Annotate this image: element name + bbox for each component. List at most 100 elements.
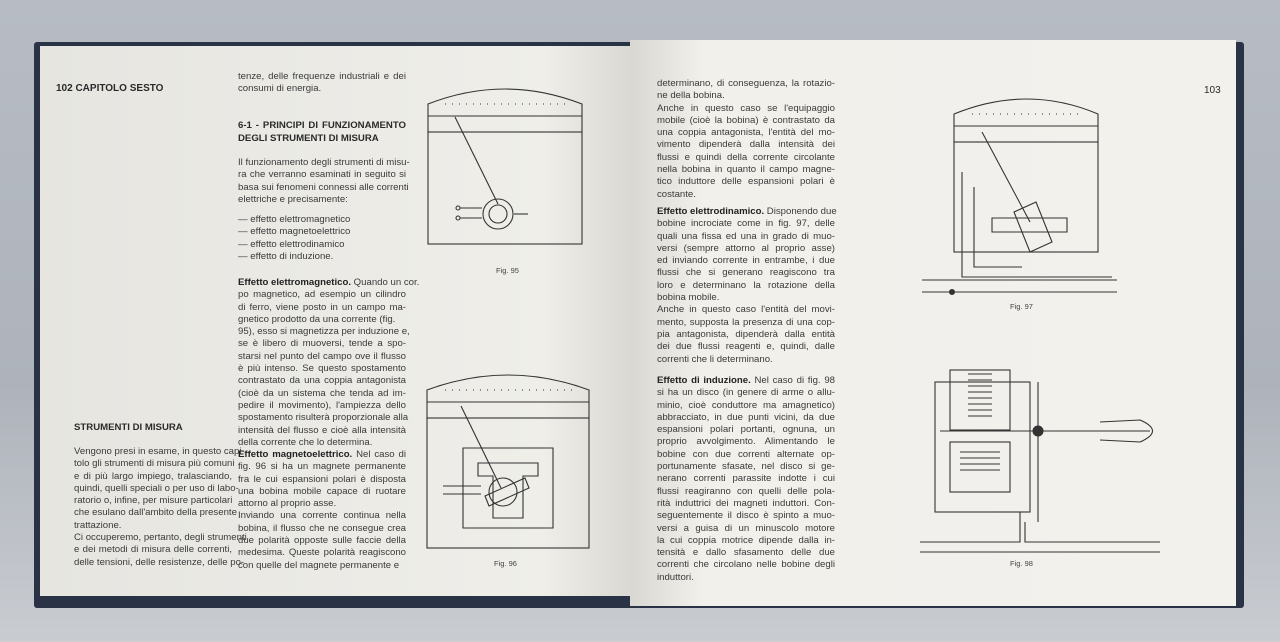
text-line: seguentemente il disco è spinto a muo-: [657, 510, 835, 522]
text-line: (cioè da un sistema che tenda ad im-: [238, 388, 406, 400]
fig-95-caption: Fig. 95: [496, 266, 519, 275]
line-text: due polarità opposte sulle faccie della: [238, 535, 406, 547]
text-line: attorno al proprio asse.: [238, 498, 406, 510]
text-line: con quelle del magnete permanente e: [238, 560, 406, 572]
text-line: Vengono presi in esame, in questo capi-: [74, 446, 245, 458]
right-page: [630, 40, 1236, 606]
text-line: Effetto elettromagnetico. Quando un cor.: [238, 277, 419, 289]
text-line: delle tensioni, delle resistenze, delle …: [74, 557, 244, 569]
text-line: tensità e dallo sfasamento delle due: [657, 547, 835, 559]
line-text: ne della bobina.: [657, 90, 725, 102]
line-text: abbracciato, in due punti vicini, da due: [657, 411, 835, 423]
line-text: Inviando una corrente continua nella: [238, 510, 406, 522]
line-text: bobina mobile.: [657, 292, 720, 304]
line-text: tensità e dallo sfasamento delle due: [657, 547, 835, 559]
line-text: che esulano dall'ambito della presente: [74, 507, 237, 519]
text-line: flussi reagiranno con quelli delle pola-: [657, 486, 835, 498]
line-text: se è libero di muoversi, tende a spo-: [238, 338, 406, 350]
line-text: spostamento risulterà proporzionale alla: [238, 412, 409, 424]
text-line: — effetto elettromagnetico: [238, 214, 406, 226]
text-line: che esulano dall'ambito della presente: [74, 507, 237, 519]
text-line: po magnetico, ad esempio un cilindro: [238, 289, 406, 301]
line-text: proprio avvolgimento. Alimentando le: [657, 436, 835, 448]
principles-paragraph: Il funzionamento degli strumenti di misu…: [238, 157, 410, 206]
text-line: rità induttrici dei magneti induttori. C…: [657, 498, 835, 510]
fig-97-caption: Fig. 97: [1010, 302, 1033, 311]
text-line: della corrente che lo determina.: [238, 437, 406, 449]
text-line: costante.: [657, 189, 835, 201]
line-text: nerano correnti parassite indotte i cui: [657, 473, 835, 485]
text-line: elettriche e precisamente:: [238, 194, 406, 206]
line-text: flussi reagiranno con quelli delle pola-: [657, 485, 835, 497]
text-line: la cui coppia motrice dipende dalla in-: [657, 535, 835, 547]
text-line: e dei metodi di misura delle correnti,: [74, 544, 232, 556]
line-text: minio, cioè conduttore ma amagnetico): [657, 399, 835, 411]
page-number: 103: [1204, 85, 1221, 96]
text-line: Effetto elettrodinamico. Disponendo due: [657, 206, 837, 218]
text-line: — effetto magnetoelettrico: [238, 226, 406, 238]
text-line: Inviando una corrente continua nella: [238, 510, 406, 522]
line-text: attorno al proprio asse.: [238, 498, 337, 510]
line-text: con quelle del magnete permanente e: [238, 559, 400, 571]
text-line: Effetto di induzione. Nel caso di fig. 9…: [657, 375, 835, 387]
text-line: pia antagonista, dipenderà dalla entità: [657, 329, 835, 341]
text-line: si ha un disco (in genere di arme o allu…: [657, 387, 835, 399]
line-text: contrastato da una coppia antagonista: [238, 375, 406, 387]
text-line: ratorio o, infine, per misure particolar…: [74, 495, 232, 507]
text-line: consumi di energia.: [238, 83, 406, 95]
line-text: loro e determinano la rotazione della: [657, 279, 835, 291]
line-text: 6-1 - PRINCIPI DI FUNZIONAMENTO: [238, 120, 406, 131]
text-line: ne della bobina.: [657, 90, 835, 102]
text-line: versi (sempre attorno al proprio asse): [657, 243, 835, 255]
line-text: seguentemente il disco è spinto a muo-: [657, 510, 835, 522]
line-text: versi (sempre attorno al proprio asse): [657, 242, 835, 254]
intro-paragraph: Vengono presi in esame, in questo capi-t…: [74, 446, 247, 569]
line-text: vimento dipenderà dalla intensità dei: [657, 139, 835, 151]
text-line: basa sui fenomeni connessi alle correnti: [238, 182, 409, 194]
line-text: starsi nel punto del campo ove il flusso: [238, 350, 406, 362]
line-text: trattazione.: [74, 519, 122, 531]
figure-96-meter: [426, 374, 590, 549]
paragraph-title: Effetto di induzione.: [657, 375, 751, 386]
line-text: fig. 96 si ha un magnete permanente: [238, 461, 406, 473]
line-text: correnti che li determinano.: [657, 353, 773, 365]
line-text: tico induttore delle espansioni polari è: [657, 176, 835, 188]
induzione-paragraph: Effetto di induzione. Nel caso di fig. 9…: [657, 375, 835, 584]
fig-98-caption: Fig. 98: [1010, 559, 1033, 568]
text-line: proprio avvolgimento. Alimentando le: [657, 436, 835, 448]
text-line: vimento dipenderà dalla intensità dei: [657, 139, 835, 151]
left-page: [40, 46, 632, 596]
text-line: versi a guisa di un minuscolo motore: [657, 523, 835, 535]
line-text: medesima. Queste polarità reagiscono: [238, 547, 406, 559]
line-text: mobile (cioè la bobina) è contrastato da: [657, 114, 835, 126]
line-text: ed inviando corrente in entrambe, i due: [657, 255, 835, 267]
text-line: bobina mobile.: [657, 292, 835, 304]
line-text: pia antagonista, dipenderà dalla entità: [657, 328, 835, 340]
line-text: costante.: [657, 188, 696, 200]
text-line: abbracciato, in due punti vicini, da due: [657, 412, 835, 424]
text-line: pedire il movimento), l'ampiezza dello: [238, 400, 406, 412]
line-text: espansioni polari portanti, ognuna, un: [657, 424, 835, 436]
text-line: gnetico prodotto da una corrente (fig.: [238, 314, 406, 326]
text-line: bobine incrociate come in fig. 97, delle: [657, 218, 835, 230]
line-text: Quando un cor.: [351, 277, 420, 288]
text-line: tolo gli strumenti di misura più comuni: [74, 458, 235, 470]
text-line: dei due flussi reagenti e, quindi, dalle: [657, 341, 835, 353]
text-line: di ferro, viene posto in un campo ma-: [238, 302, 406, 314]
line-text: ra che verranno esaminati in seguito si: [238, 169, 406, 181]
continued-paragraph-right: determinano, di conseguenza, la rotazio-…: [657, 78, 835, 201]
text-line: Anche in questo caso l'entità del movi-: [657, 304, 835, 316]
figure-98-induction-meter: [920, 369, 1160, 553]
line-text: intensità del flusso e cioè alla intensi…: [238, 424, 406, 436]
text-line: Ci occuperemo, pertanto, degli strumenti: [74, 532, 247, 544]
page-header: 102 CAPITOLO SESTO: [56, 83, 164, 94]
elettromagnetico-paragraph: Effetto elettromagnetico. Quando un cor.…: [238, 277, 419, 449]
line-text: una bobina mobile capace di ruotare: [238, 485, 406, 497]
line-text: — effetto elettromagnetico: [238, 214, 351, 225]
line-text: gnetico prodotto da una corrente (fig.: [238, 313, 396, 325]
line-text: bobine incrociate come in fig. 97, delle: [657, 218, 835, 230]
continued-paragraph: tenze, delle frequenze industriali e dei…: [238, 71, 406, 96]
text-line: — effetto di induzione.: [238, 251, 406, 263]
